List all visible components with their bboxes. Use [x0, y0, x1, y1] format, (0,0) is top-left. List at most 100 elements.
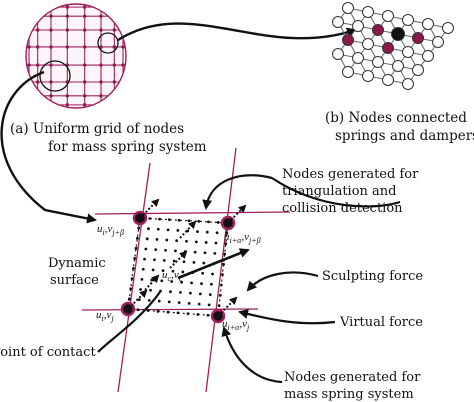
grid-node: [35, 45, 40, 49]
surface-node: [214, 241, 218, 245]
surface-node: [135, 236, 139, 240]
surface-node: [192, 260, 196, 264]
surface-node: [129, 287, 133, 291]
surface-node: [201, 271, 205, 275]
surface-node: [136, 308, 140, 312]
surface-node: [157, 299, 161, 303]
grid-node: [99, 45, 103, 49]
label-top-left: ui,vj+β: [97, 223, 124, 237]
surface-node: [182, 260, 186, 264]
surface-node: [215, 231, 219, 235]
sculpting-force-arrow: [177, 248, 250, 280]
label-bottom-left: ui,vj: [96, 309, 114, 323]
grid-node: [99, 80, 103, 84]
surface-node: [205, 230, 209, 234]
spring-node: [402, 46, 414, 58]
surface-node: [203, 251, 207, 255]
grid-node: [99, 63, 103, 67]
surface-node: [180, 280, 184, 284]
grid-node: [99, 14, 103, 18]
surface-node: [172, 259, 176, 263]
surface-node: [204, 241, 208, 244]
grid-node: [65, 28, 70, 32]
surface-node: [145, 237, 149, 241]
surface-node: [202, 261, 206, 265]
spring-node: [332, 48, 344, 60]
grid-node: [65, 14, 70, 18]
surface-node: [167, 300, 171, 304]
surface-node: [134, 246, 138, 250]
grid-node: [65, 5, 70, 9]
grid-node: [27, 45, 31, 49]
surface-node: [156, 227, 160, 231]
surface-node: [139, 288, 143, 291]
surface-node: [187, 302, 191, 305]
grid-node: [112, 45, 117, 49]
surface-node: [166, 228, 170, 232]
label-top-right: ui+α,vj+β: [224, 231, 261, 245]
label-virtual-force: Virtual force: [339, 315, 423, 330]
surface-node: [133, 257, 137, 260]
grid-node: [49, 45, 53, 49]
surface-node: [164, 248, 167, 252]
surface-node: [151, 268, 155, 272]
grid-node: [82, 63, 87, 67]
surface-node: [165, 238, 169, 242]
surface-node: [153, 258, 156, 262]
surface-node: [167, 218, 171, 222]
spring-node: [432, 36, 444, 48]
surface-node: [194, 240, 198, 244]
surface-node: [218, 293, 222, 297]
grid-node: [112, 80, 117, 84]
surface-node: [147, 298, 151, 302]
surface-node: [137, 298, 141, 302]
surface-node: [160, 279, 164, 283]
caption-b: (b) Nodes connected springs and dampers: [325, 110, 474, 144]
grid-node: [35, 63, 40, 67]
grid-node: [49, 63, 53, 67]
grid-node: [121, 63, 125, 67]
surface-node: [196, 313, 200, 316]
surface-node: [207, 303, 211, 307]
spring-node: [332, 16, 344, 28]
caption-a-line1: (a) Uniform grid of nodes: [10, 121, 184, 137]
surface-node: [193, 250, 197, 254]
curve-arrow-to-springs: [117, 22, 357, 42]
surface-node: [197, 219, 201, 223]
surface-node: [208, 293, 212, 297]
surface-node: [137, 226, 141, 230]
spring-node: [412, 64, 424, 76]
surface-node: [219, 283, 223, 287]
spring-node: [391, 27, 405, 41]
grid-node: [35, 80, 40, 84]
surface-node: [224, 242, 228, 246]
grid-node: [35, 28, 40, 32]
spring-node: [422, 50, 434, 62]
surface-node: [159, 289, 162, 293]
grid-node: [82, 80, 87, 84]
spring-node: [382, 10, 394, 22]
spring-node: [362, 38, 374, 50]
grid-node: [82, 14, 87, 18]
surface-node: [141, 267, 145, 271]
label-dynamic-surface: Dynamic surface: [48, 256, 110, 288]
surface-node: [187, 219, 191, 223]
spring-node: [392, 60, 404, 72]
spring-node: [372, 56, 384, 68]
surface-node: [185, 239, 188, 243]
surface-node: [196, 230, 199, 233]
spring-node: [412, 32, 424, 44]
surface-node: [130, 277, 134, 281]
grid-node: [65, 45, 70, 49]
grid-node: [99, 94, 103, 98]
surface-node: [198, 292, 202, 296]
surface-node: [140, 277, 144, 281]
spring-node: [352, 52, 364, 64]
surface-node: [149, 288, 152, 292]
surface-node: [217, 304, 221, 308]
surface-node: [161, 269, 165, 272]
surface-node: [170, 280, 174, 283]
surface-node: [147, 227, 150, 231]
label-center: uc,vc: [162, 269, 183, 283]
grid-node: [65, 94, 70, 98]
